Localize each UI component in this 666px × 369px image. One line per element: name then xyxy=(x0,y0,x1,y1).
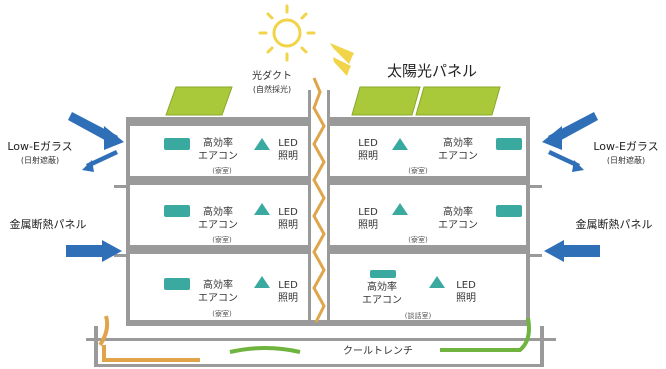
aircon-label: エアコン xyxy=(198,293,238,304)
low-e-label-right: Low-Eガラス xyxy=(593,140,658,153)
led-label: LED xyxy=(358,138,378,149)
led-label: 照明 xyxy=(358,150,378,162)
room-label: (寮室) xyxy=(212,309,232,318)
aircon-label: 高効率 xyxy=(203,278,233,291)
led-label: LED xyxy=(278,280,298,291)
aircon-label: エアコン xyxy=(198,151,238,162)
low-e-reflect-arrow-right xyxy=(548,150,584,172)
led-label: LED xyxy=(456,280,476,291)
low-e-sublabel-right: (日射遮蔽) xyxy=(607,155,645,165)
led-label: LED xyxy=(358,207,378,218)
light-duct-path xyxy=(312,77,326,323)
light-duct-label: 光ダクト xyxy=(252,69,292,82)
metal-panel-arrow-left xyxy=(66,240,122,262)
aircon-icon xyxy=(164,138,522,290)
low-e-arrow-left xyxy=(68,112,124,150)
aircon-label: 高効率 xyxy=(443,205,473,218)
aircon-label: エアコン xyxy=(362,295,402,306)
solar-panel-label: 太陽光パネル xyxy=(387,62,477,80)
aircon-label: 高効率 xyxy=(203,136,233,149)
aircon-label: 高効率 xyxy=(367,280,397,293)
sun-icon xyxy=(258,4,316,62)
cool-trench-label: クールトレンチ xyxy=(343,345,413,357)
led-label: 照明 xyxy=(278,219,298,231)
aircon-label: エアコン xyxy=(198,220,238,231)
led-label: LED xyxy=(278,138,298,149)
low-e-arrow-right xyxy=(542,112,598,150)
aircon-label: 高効率 xyxy=(443,136,473,149)
sunlight-arrows xyxy=(330,43,354,76)
low-e-sublabel-left: (日射遮蔽) xyxy=(21,155,59,165)
low-e-label-left: Low-Eガラス xyxy=(7,140,72,153)
led-label: LED xyxy=(278,207,298,218)
led-label: 照明 xyxy=(278,292,298,304)
cool-trench xyxy=(86,315,556,367)
metal-panel-arrow-right xyxy=(544,240,600,262)
light-duct-sublabel: (自然採光) xyxy=(253,84,291,94)
room-label: (寮室) xyxy=(212,166,232,175)
low-e-reflect-arrow-left xyxy=(82,150,118,172)
solar-panel-right-1 xyxy=(351,86,421,116)
led-label: 照明 xyxy=(358,219,378,231)
metal-panel-label-left: 金属断熱パネル xyxy=(10,217,87,231)
room-label: (談話室) xyxy=(405,311,432,320)
solar-panel-left xyxy=(165,86,233,116)
metal-panel-label-right: 金属断熱パネル xyxy=(576,217,653,231)
building-structure xyxy=(114,90,542,326)
led-label: 照明 xyxy=(278,150,298,162)
led-lamp-icon xyxy=(254,138,445,288)
aircon-label: エアコン xyxy=(438,151,478,162)
room-label: (寮室) xyxy=(408,235,428,244)
aircon-label: 高効率 xyxy=(203,205,233,218)
solar-panel-right-2 xyxy=(415,86,501,116)
aircon-label: エアコン xyxy=(438,220,478,231)
led-label: 照明 xyxy=(456,292,476,304)
room-label: (寮室) xyxy=(408,166,428,175)
room-label: (寮室) xyxy=(212,235,232,244)
